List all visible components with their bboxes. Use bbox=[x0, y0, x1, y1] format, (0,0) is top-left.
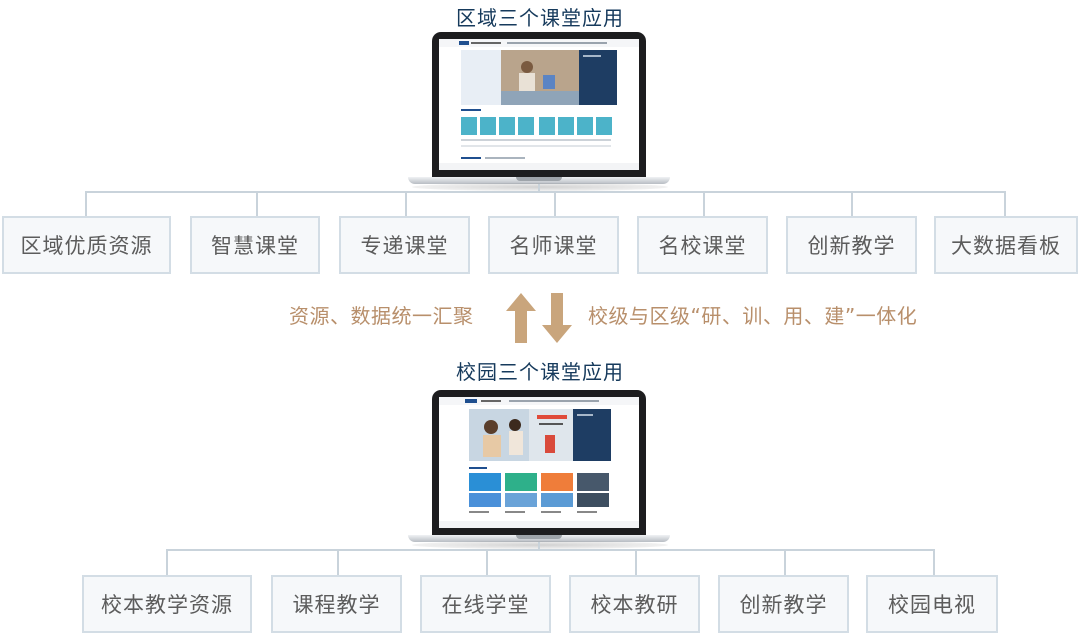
region-tree-drop bbox=[405, 191, 407, 217]
region-tree-drop bbox=[1004, 191, 1006, 217]
region-tree-drop bbox=[256, 191, 258, 217]
integration-label: 校级与区级“研、训、用、建”一体化 bbox=[588, 304, 918, 328]
school-item-box: 校园电视 bbox=[866, 575, 998, 633]
region-tree-drop bbox=[554, 191, 556, 217]
region-tree-bar bbox=[85, 191, 1006, 193]
school-tree-bar bbox=[166, 549, 935, 551]
school-item-box: 校本教学资源 bbox=[82, 575, 252, 633]
region-item-box: 名师课堂 bbox=[488, 216, 619, 274]
school-tree-drop bbox=[337, 549, 339, 576]
region-platform-screen bbox=[439, 39, 639, 170]
school-tree-drop bbox=[784, 549, 786, 576]
region-item-box: 专递课堂 bbox=[339, 216, 470, 274]
school-tree-drop bbox=[486, 549, 488, 576]
region-section-title: 区域三个课堂应用 bbox=[456, 6, 624, 30]
school-tree-stem bbox=[538, 542, 540, 550]
down-arrow-icon bbox=[542, 293, 572, 343]
school-item-box: 在线学堂 bbox=[420, 575, 551, 633]
region-item-box: 区域优质资源 bbox=[2, 216, 171, 274]
school-item-box: 校本教研 bbox=[569, 575, 700, 633]
region-tree-drop bbox=[85, 191, 87, 217]
region-item-box: 大数据看板 bbox=[934, 216, 1078, 274]
school-tree-drop bbox=[933, 549, 935, 576]
school-item-box: 创新教学 bbox=[718, 575, 849, 633]
school-item-box: 课程教学 bbox=[271, 575, 402, 633]
region-item-box: 智慧课堂 bbox=[190, 216, 320, 274]
region-item-box: 名校课堂 bbox=[637, 216, 768, 274]
school-platform-screen bbox=[439, 397, 639, 528]
region-tree-drop bbox=[851, 191, 853, 217]
school-tree-drop bbox=[166, 549, 168, 576]
region-item-box: 创新教学 bbox=[786, 216, 917, 274]
region-tree-drop bbox=[703, 191, 705, 217]
school-tree-drop bbox=[635, 549, 637, 576]
data-aggregation-label: 资源、数据统一汇聚 bbox=[289, 304, 474, 328]
up-arrow-icon bbox=[506, 293, 536, 343]
region-tree-stem bbox=[538, 184, 540, 192]
school-section-title: 校园三个课堂应用 bbox=[456, 360, 624, 384]
